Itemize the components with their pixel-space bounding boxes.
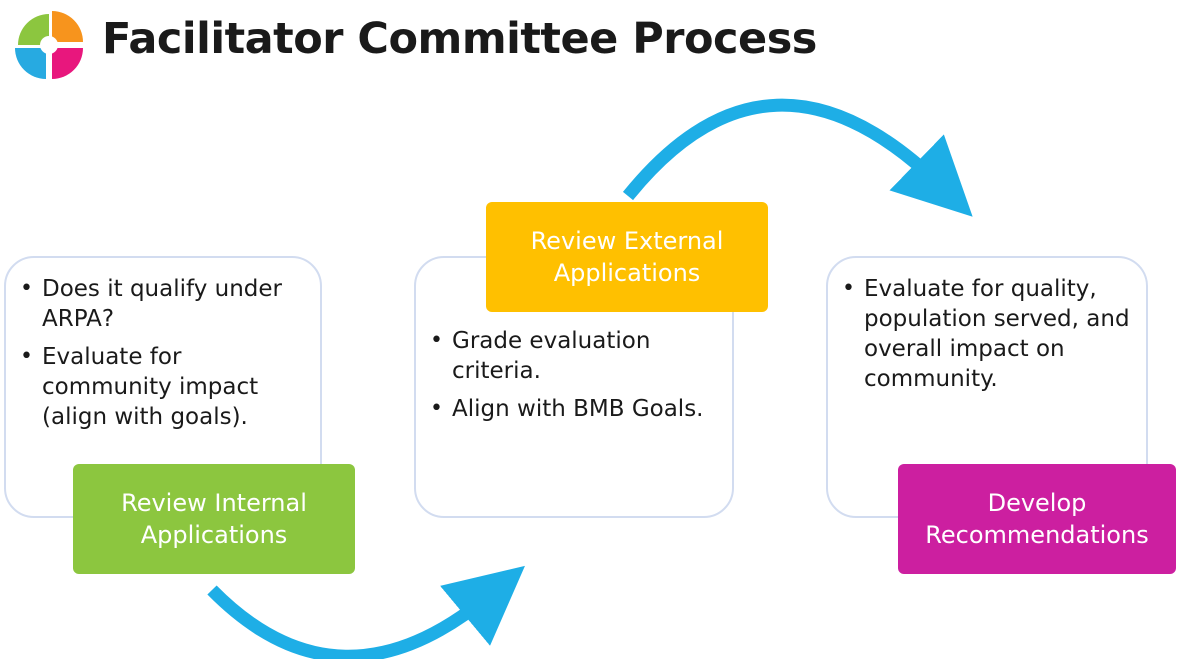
bullet-item: Grade evaluation criteria. [424, 326, 718, 386]
bullet-item: Evaluate for quality, population served,… [836, 274, 1134, 394]
step-label-recommendations: Develop Recommendations [898, 464, 1176, 574]
arrow-internal-to-external [207, 565, 525, 659]
bullet-item: Evaluate for community impact (align wit… [14, 342, 306, 432]
logo-petal-pink [52, 48, 83, 79]
logo-petal-orange [52, 11, 83, 42]
bullet-item: Does it qualify under ARPA? [14, 274, 306, 334]
bullet-list: Does it qualify under ARPA? Evaluate for… [14, 274, 306, 432]
logo-petal-green [18, 14, 49, 45]
step-label-external: Review External Applications [486, 202, 768, 312]
bullet-item: Align with BMB Goals. [424, 394, 718, 424]
bullet-list: Grade evaluation criteria. Align with BM… [424, 326, 718, 424]
step-label-internal: Review Internal Applications [73, 464, 355, 574]
arrow-external-to-recommendations [622, 98, 973, 217]
bullet-list: Evaluate for quality, population served,… [836, 274, 1134, 394]
logo-petal-blue [15, 48, 46, 79]
logo-icon [15, 11, 83, 79]
page-title: Facilitator Committee Process [102, 14, 817, 64]
